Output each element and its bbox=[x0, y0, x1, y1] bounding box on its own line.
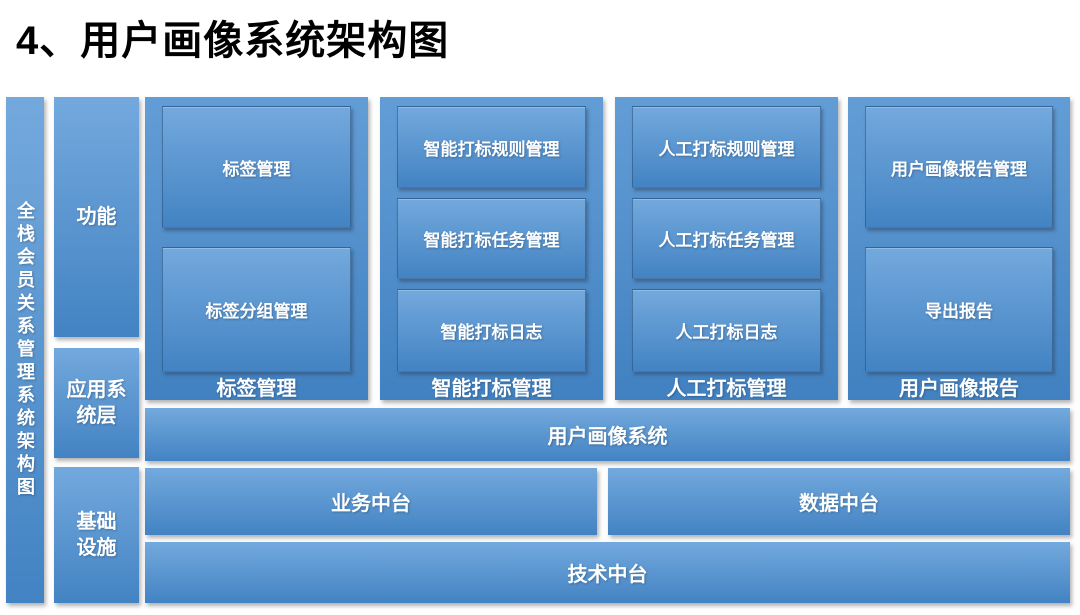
group-user-profile-report: 用户画像报告管理 导出报告 用户画像报告 bbox=[848, 97, 1070, 400]
left-title-bar: 全栈会员关系管理系统架构图 bbox=[6, 97, 44, 603]
group-label-profile-report: 用户画像报告 bbox=[899, 377, 1019, 400]
layer-infrastructure: 基础 设施 bbox=[54, 467, 139, 603]
group-label-tag-management: 标签管理 bbox=[216, 377, 297, 400]
group-items: 智能打标规则管理 智能打标任务管理 智能打标日志 bbox=[397, 106, 586, 372]
group-items: 人工打标规则管理 人工打标任务管理 人工打标日志 bbox=[632, 106, 821, 372]
bar-business-platform: 业务中台 bbox=[145, 468, 597, 535]
layer-application-system: 应用系 统层 bbox=[54, 348, 139, 458]
module-manual-tagging-log: 人工打标日志 bbox=[632, 289, 821, 372]
left-title-text: 全栈会员关系管理系统架构图 bbox=[15, 200, 35, 500]
group-manual-tagging-management: 人工打标规则管理 人工打标任务管理 人工打标日志 人工打标管理 bbox=[615, 97, 838, 400]
module-export-report: 导出报告 bbox=[865, 247, 1053, 372]
module-smart-tagging-rules: 智能打标规则管理 bbox=[397, 106, 586, 188]
module-profile-report-management: 用户画像报告管理 bbox=[865, 106, 1053, 228]
bar-data-platform: 数据中台 bbox=[608, 468, 1070, 535]
page-title: 4、用户画像系统架构图 bbox=[16, 19, 450, 63]
module-tag-group-management: 标签分组管理 bbox=[162, 247, 351, 372]
module-manual-tagging-rules: 人工打标规则管理 bbox=[632, 106, 821, 188]
group-items: 用户画像报告管理 导出报告 bbox=[865, 106, 1053, 372]
module-tag-management: 标签管理 bbox=[162, 106, 351, 228]
layer-function: 功能 bbox=[54, 97, 139, 337]
bar-user-profile-system: 用户画像系统 bbox=[145, 408, 1070, 461]
group-items: 标签管理 标签分组管理 bbox=[162, 106, 351, 372]
group-tag-management: 标签管理 标签分组管理 标签管理 bbox=[145, 97, 368, 400]
module-smart-tagging-log: 智能打标日志 bbox=[397, 289, 586, 372]
group-smart-tagging-management: 智能打标规则管理 智能打标任务管理 智能打标日志 智能打标管理 bbox=[380, 97, 603, 400]
group-label-smart-tagging: 智能打标管理 bbox=[431, 377, 552, 400]
module-manual-tagging-tasks: 人工打标任务管理 bbox=[632, 198, 821, 279]
module-smart-tagging-tasks: 智能打标任务管理 bbox=[397, 198, 586, 279]
group-label-manual-tagging: 人工打标管理 bbox=[666, 377, 787, 400]
bar-tech-platform: 技术中台 bbox=[145, 542, 1070, 603]
